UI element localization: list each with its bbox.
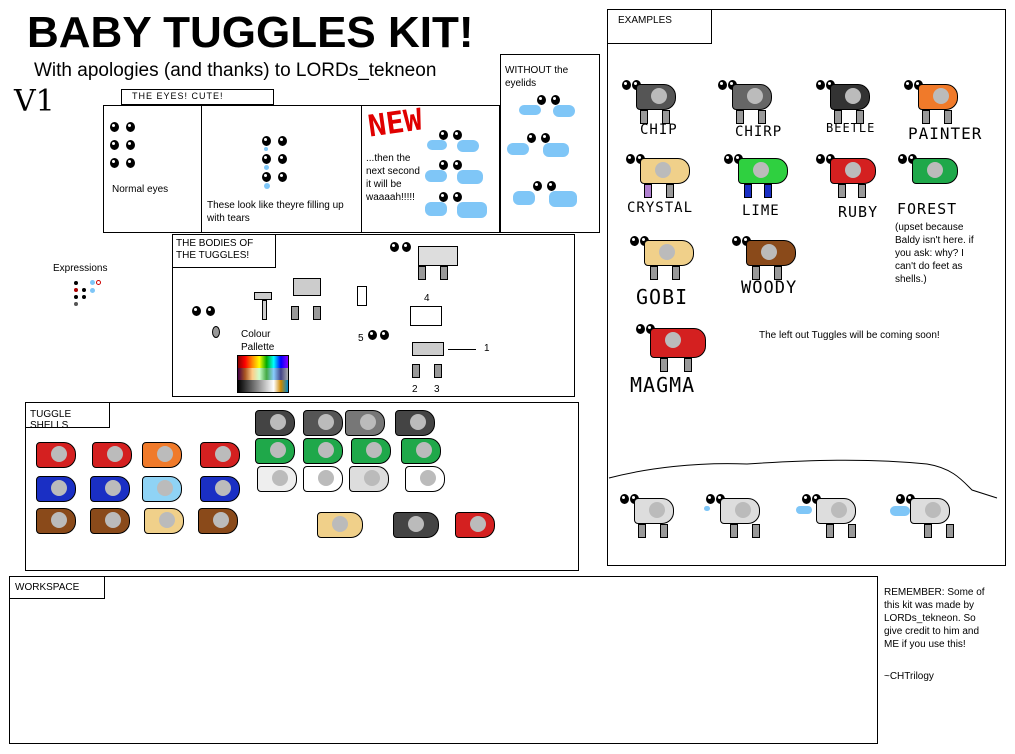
tuggle-name-magma: MAGMA: [630, 373, 696, 397]
part-number-3: 3: [434, 384, 440, 395]
crying-label: ...then the next second it will be waaaa…: [366, 153, 420, 203]
credits-note: REMEMBER: Some of this kit was made by L…: [884, 587, 985, 650]
eyes-divider: [201, 105, 202, 233]
examples-tab: EXAMPLES: [607, 9, 712, 44]
leg-part-icon: [412, 364, 420, 378]
part-number-1: 1: [484, 343, 490, 354]
tuggle-beetle: [810, 78, 890, 138]
part-number-5: 5: [358, 333, 364, 344]
shells-tab: TUGGLE SHELLS: [25, 402, 110, 431]
tuggle-crying-2: [700, 492, 780, 552]
tuggle-name-lime: LIME: [742, 203, 780, 219]
head-part-icon: [254, 292, 272, 300]
palette-label: Colour Pallette: [241, 329, 275, 353]
tuggle-lime: [718, 152, 798, 212]
tuggle-painter: [898, 78, 978, 138]
page-title: BABY TUGGLES KIT!: [27, 8, 474, 57]
tuggle-name-crystal: CRYSTAL: [627, 200, 694, 216]
assembled-tuggle-icon: [388, 240, 468, 284]
normal-eyes-icon: [107, 122, 147, 178]
body-part-icon: [412, 342, 444, 356]
eyes-tab: THE EYES! CUTE!: [121, 89, 274, 105]
bodies-tab: THE BODIES OF THE TUGGLES!: [172, 234, 276, 268]
tuggle-ruby: [810, 152, 890, 212]
no-eyelids-eyes-icon: [507, 95, 597, 225]
tears-label: These look like theyre filling up with t…: [207, 200, 344, 224]
expressions-label: Expressions: [53, 263, 108, 274]
arrow-icon: [448, 349, 476, 350]
normal-eyes-label: Normal eyes: [112, 184, 169, 195]
tuggle-crying-4: [890, 492, 970, 552]
leg-part-icon: [313, 306, 321, 320]
tuggle-name-painter: PAINTER: [908, 124, 983, 143]
eyes-divider: [361, 105, 362, 233]
crying-eyes-icon: [425, 128, 495, 228]
tuggle-chirp: [712, 78, 792, 138]
shell-tan: [317, 512, 363, 538]
tearful-eyes-icon: [262, 136, 302, 192]
tuggle-name-chirp: CHIRP: [735, 124, 783, 140]
new-badge: NEW: [365, 102, 425, 145]
expressions-icon: [72, 279, 102, 311]
forest-note: (upset because Baldy isn't here. if you …: [895, 222, 974, 285]
tuggle-name-gobi: GOBI: [636, 285, 689, 309]
workspace-tab: WORKSPACE: [9, 576, 105, 599]
tuggle-gobi: [624, 234, 704, 294]
hip-part-icon: [293, 278, 321, 296]
tuggle-chip: [616, 78, 696, 138]
shell-part-icon: [410, 306, 442, 326]
tuggle-name-woody: WOODY: [741, 278, 798, 298]
version-label: V1: [14, 84, 55, 119]
eyes-part-icon: [368, 330, 398, 350]
tuggle-crying-1: [614, 492, 694, 552]
shell-grid-left: [36, 442, 246, 542]
colour-palette: [237, 355, 289, 393]
tuggle-name-forest: FOREST: [897, 200, 958, 218]
tuggle-name-ruby: RUBY: [838, 203, 879, 221]
hill-line: [608, 459, 998, 499]
tuggle-name-beetle: BEETLE: [826, 121, 876, 135]
coming-soon-note: The left out Tuggles will be coming soon…: [759, 330, 940, 341]
part-number-2: 2: [412, 384, 418, 395]
no-eyelids-label: WITHOUT the eyelids: [505, 65, 569, 89]
tuggle-name-chip: CHIP: [640, 122, 678, 138]
leg-part-icon: [291, 306, 299, 320]
workspace-area[interactable]: [9, 576, 878, 744]
shell-dark: [393, 512, 439, 538]
tail-part-icon: [357, 286, 367, 306]
shell-grid-right: [255, 410, 455, 492]
tuggle-forest: [892, 152, 972, 212]
neck-part-icon: [262, 300, 267, 320]
part-number-4: 4: [424, 293, 430, 304]
tuggle-magma: [630, 322, 710, 382]
tuggle-crystal: [620, 152, 700, 212]
page-subtitle: With apologies (and thanks) to LORDs_tek…: [34, 60, 437, 81]
tuggle-woody: [726, 234, 806, 294]
leg-part-icon: [434, 364, 442, 378]
signature: ~CHTrilogy: [884, 671, 934, 682]
tuggle-crying-3: [796, 492, 876, 552]
shell-red: [455, 512, 495, 538]
tuggle-eyes-part-icon: [192, 306, 232, 346]
